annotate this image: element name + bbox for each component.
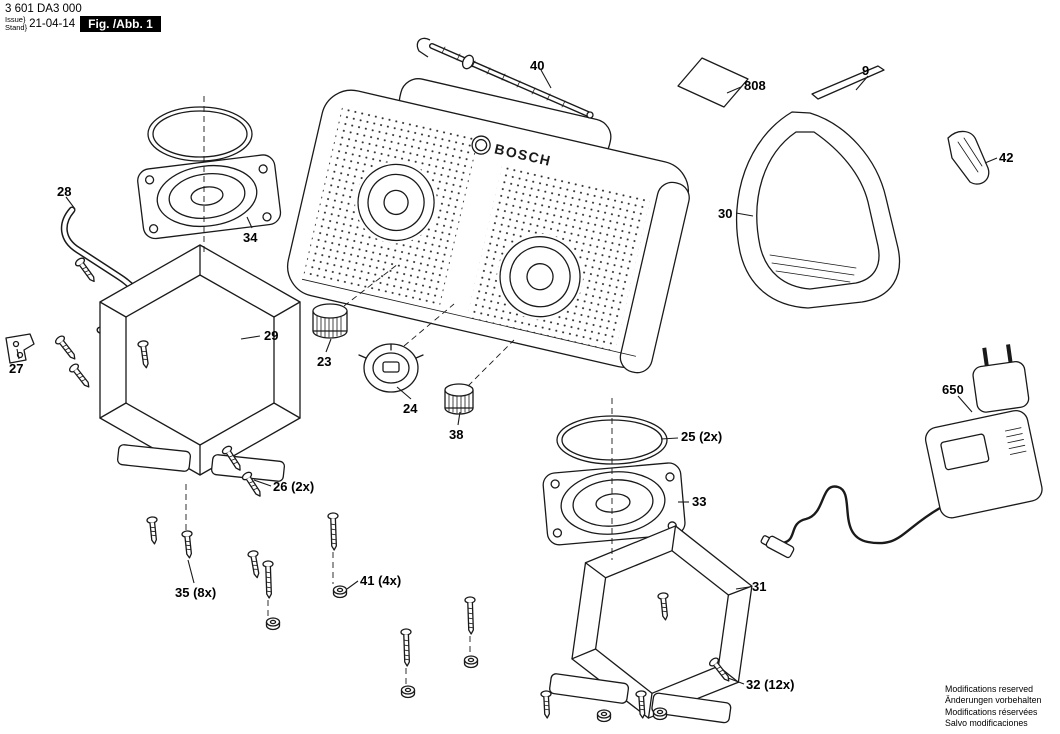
part-label-650: 650 xyxy=(942,382,964,397)
document-number: 3 601 DA3 000 xyxy=(5,3,82,15)
center-axis-lines xyxy=(185,96,613,684)
part-label-27: 27 xyxy=(9,361,24,376)
part-label-40: 40 xyxy=(530,58,545,73)
bolt xyxy=(327,512,340,551)
screw xyxy=(540,690,553,719)
charger-650 xyxy=(760,344,1043,559)
label-sheet-808 xyxy=(677,57,749,108)
nut xyxy=(652,707,668,721)
bolt xyxy=(464,596,477,635)
part-label-42: 42 xyxy=(999,150,1014,165)
part-label-33: 33 xyxy=(692,494,707,509)
bolt xyxy=(400,628,413,667)
gasket-34 xyxy=(147,106,253,162)
nut xyxy=(265,617,281,631)
figure-badge: Fig. /Abb. 1 xyxy=(80,16,161,32)
screw xyxy=(146,515,161,546)
socket-24 xyxy=(358,343,424,393)
shell-frame-30 xyxy=(735,111,901,309)
part-label-35: 35 (8x) xyxy=(175,585,217,600)
roll-cage-31 xyxy=(549,525,753,724)
antenna-part-42 xyxy=(947,130,990,185)
issue-stand-labels: Issue} Stand} xyxy=(5,15,28,32)
bracket-27 xyxy=(5,333,35,364)
leader-lines xyxy=(16,69,998,685)
radio-body: BOSCH xyxy=(286,78,690,374)
nut xyxy=(463,655,479,669)
modifications-notice: Modifications reserved Änderungen vorbeh… xyxy=(945,684,1041,730)
part-label-808: 808 xyxy=(744,78,766,93)
screw xyxy=(67,361,94,391)
part-label-25: 25 (2x) xyxy=(681,429,723,444)
nut xyxy=(332,585,348,599)
speaker-34 xyxy=(137,154,282,240)
part-label-31: 31 xyxy=(752,579,767,594)
part-label-34: 34 xyxy=(243,230,258,245)
bolt xyxy=(262,560,275,599)
nut xyxy=(400,685,416,699)
notice-line-fr: Modifications réservées xyxy=(945,706,1038,717)
part-label-41: 41 (4x) xyxy=(360,573,402,588)
speaker-33 xyxy=(542,462,686,546)
part-label-24: 24 xyxy=(403,401,418,416)
title-block: 3 601 DA3 000 Issue} Stand} 21-04-14 Fig… xyxy=(5,3,161,32)
mains-plug xyxy=(972,344,1030,413)
screw xyxy=(246,549,263,580)
bosch-logo-emblem xyxy=(471,135,491,155)
issue-date: 21-04-14 xyxy=(29,18,76,30)
knob-38 xyxy=(444,383,474,415)
part-label-38: 38 xyxy=(449,427,464,442)
part-label-23: 23 xyxy=(317,354,332,369)
screw xyxy=(181,529,196,560)
part-label-9: 9 xyxy=(862,63,870,78)
part-label-28: 28 xyxy=(57,184,72,199)
antenna-40 xyxy=(416,37,594,119)
nut xyxy=(596,709,612,723)
part-label-30: 30 xyxy=(718,206,733,221)
adapter-body xyxy=(924,410,1043,519)
screw xyxy=(53,333,80,363)
part-label-32: 32 (12x) xyxy=(746,677,795,692)
part-label-26: 26 (2x) xyxy=(273,479,315,494)
knob-23 xyxy=(312,303,348,339)
screws-35-group xyxy=(146,515,553,719)
notice-line-es: Salvo modificaciones xyxy=(945,718,1028,729)
notice-line-de: Änderungen vorbehalten xyxy=(945,695,1042,706)
cord-plug xyxy=(760,535,795,559)
label-sheet-9 xyxy=(811,65,885,100)
roll-cage-29 xyxy=(99,244,301,482)
notice-line-en: Modifications reserved xyxy=(945,684,1034,694)
part-label-29: 29 xyxy=(264,328,279,343)
